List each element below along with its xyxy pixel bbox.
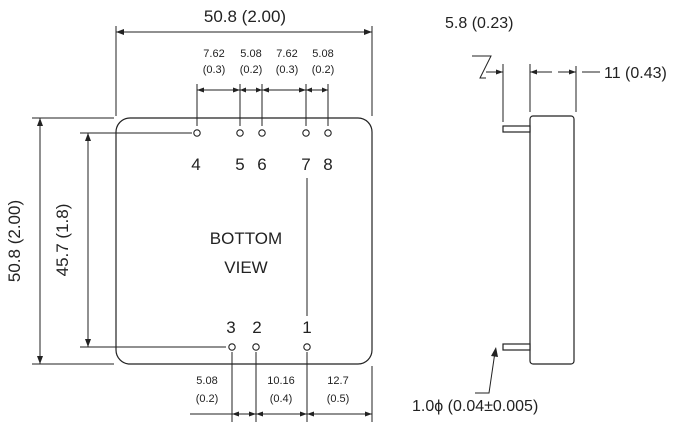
dim-overall-width: 50.8 (2.00) [115,7,373,116]
pin-diameter-label: 1.0ϕ (0.04±0.005) [412,398,538,415]
side-pin-bottom [502,343,531,351]
pin-length-label: 5.8 (0.23) [445,15,513,32]
pin-row-span-label: 45.7 (1.8) [53,204,72,277]
top-pitch-4-inch: (0.2) [312,64,335,76]
body-thickness-label: 11 (0.43) [604,65,667,82]
module-outline [115,117,373,365]
pin-label-1: 1 [302,318,311,337]
overall-height-label: 50.8 (2.00) [5,200,24,282]
pin-6 [258,129,266,137]
bottom-pitch-3-inch: (0.5) [327,393,350,405]
top-pitch-2-inch: (0.2) [240,64,263,76]
dim-bottom-pitch: 5.08 (0.2) 10.16 (0.4) 12.7 (0.5) [190,352,373,422]
bottom-pitch-2-mm: 10.16 [267,375,295,387]
side-body [529,115,575,365]
pin-5 [236,129,244,137]
top-pitch-3-inch: (0.3) [276,64,299,76]
pin-label-2: 2 [252,318,261,337]
bottom-pitch-3-mm: 12.7 [327,375,348,387]
dim-overall-height: 50.8 (2.00) [5,117,114,365]
top-pitch-1-inch: (0.3) [203,64,226,76]
pin-8 [324,129,332,137]
top-pitch-3-mm: 7.62 [276,48,297,60]
pin-label-3: 3 [226,318,235,337]
pin-2 [252,343,260,351]
pin-1 [303,343,311,351]
pin-label-4: 4 [191,155,200,174]
bottom-pitch-1-mm: 5.08 [196,375,217,387]
pin-3 [228,343,236,351]
bottom-pitch-1-inch: (0.2) [196,393,219,405]
top-pitch-2-mm: 5.08 [240,48,261,60]
pin-label-5: 5 [235,155,244,174]
overall-width-label: 50.8 (2.00) [204,7,286,26]
dim-top-pitch: 7.62 (0.3) 5.08 (0.2) 7.62 (0.3) 5.08 (0… [196,48,335,126]
bottom-view: 4 5 6 7 8 3 2 1 BOTTOM VIEW [115,117,373,365]
bottom-view-label-line2: VIEW [224,258,267,277]
bottom-view-label-line1: BOTTOM [210,229,282,248]
pin-4 [193,129,201,137]
side-view: 5.8 (0.23) 11 (0.43) 1.0ϕ (0.04±0.005) [412,15,667,415]
pin-label-8: 8 [323,155,332,174]
pin-7 [302,129,310,137]
side-pin-top [502,125,531,133]
pin-label-6: 6 [257,155,266,174]
pin-label-7: 7 [301,155,310,174]
bottom-pitch-2-inch: (0.4) [270,393,293,405]
dim-pin-row-span: 45.7 (1.8) [53,132,226,348]
top-pitch-1-mm: 7.62 [203,48,224,60]
top-pitch-4-mm: 5.08 [312,48,333,60]
